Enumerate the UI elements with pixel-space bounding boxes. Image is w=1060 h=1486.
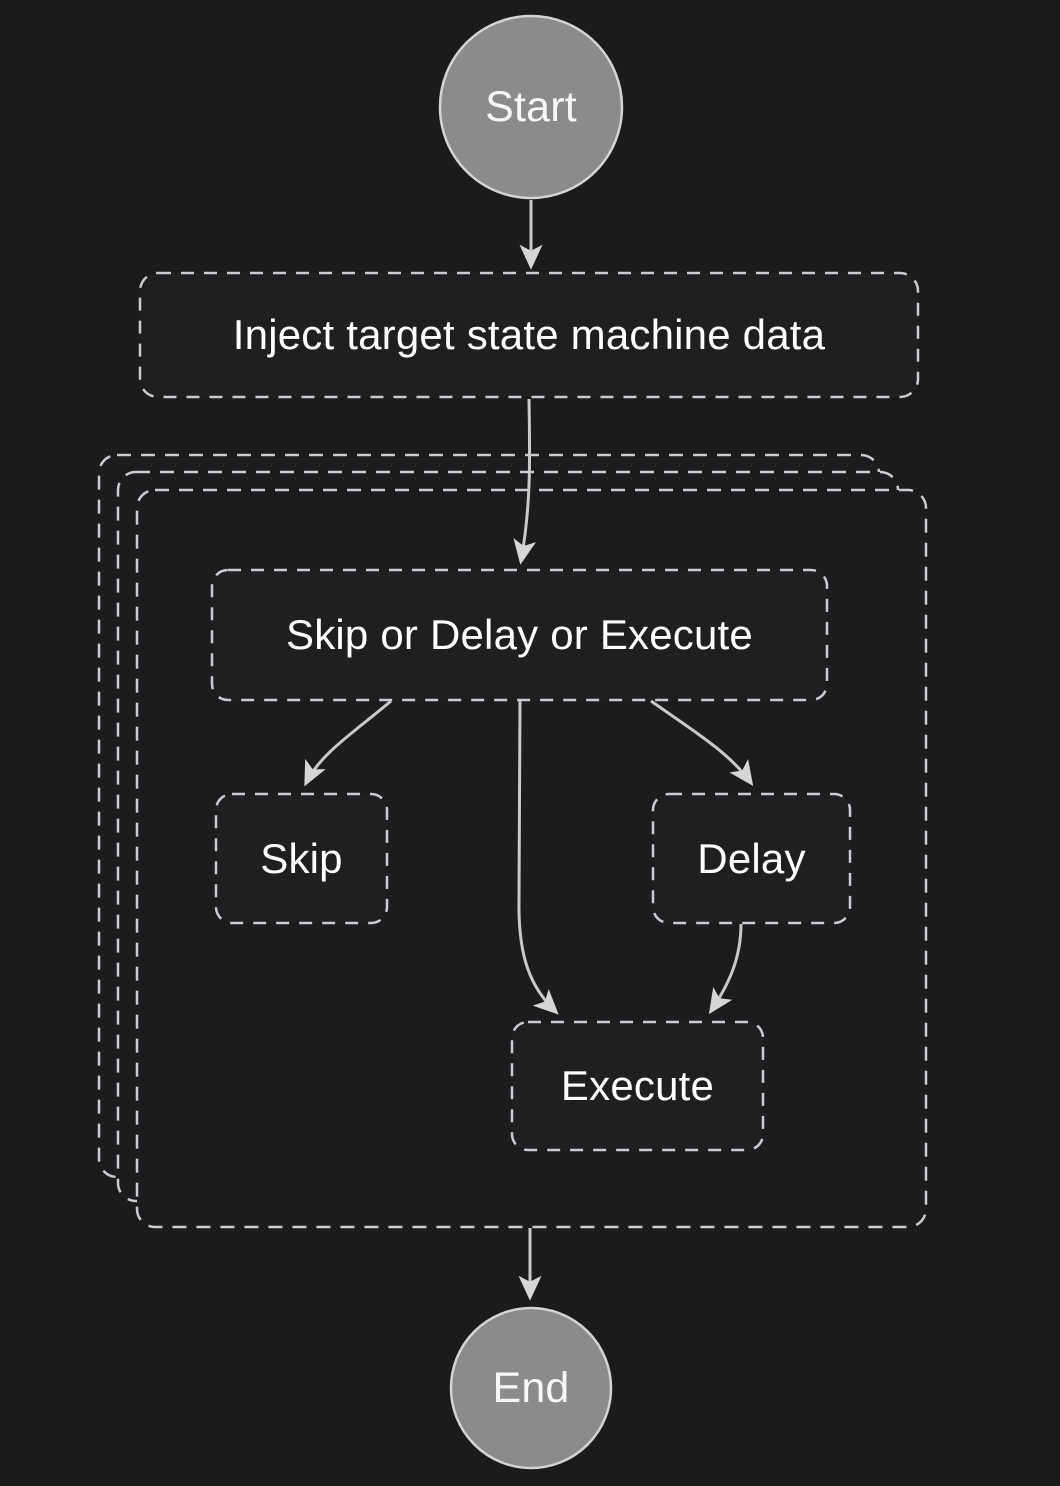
delay-node: [651, 792, 852, 925]
skip-label: Skip: [260, 834, 343, 882]
choice-label: Skip or Delay or Execute: [285, 611, 753, 658]
edge-inject-to-choice: [513, 398, 537, 565]
choice-node: [210, 568, 829, 702]
skip-node: [214, 792, 389, 925]
end-node: [449, 1306, 613, 1470]
execute-label: Execute: [560, 1062, 715, 1109]
delay-label: Delay: [697, 834, 806, 882]
edge-choice-to-skip: [304, 699, 392, 787]
start-label: Start: [485, 82, 577, 131]
edge-choice-to-execute: [517, 700, 559, 1015]
edge-delay-to-execute: [708, 923, 743, 1015]
end-label: End: [492, 1363, 570, 1412]
edge-choice-to-delay: [650, 699, 754, 787]
execute-node: [510, 1020, 765, 1152]
inject-node: [138, 271, 920, 399]
start-node: [438, 14, 624, 200]
inject-label: Inject target state machine data: [232, 311, 826, 358]
